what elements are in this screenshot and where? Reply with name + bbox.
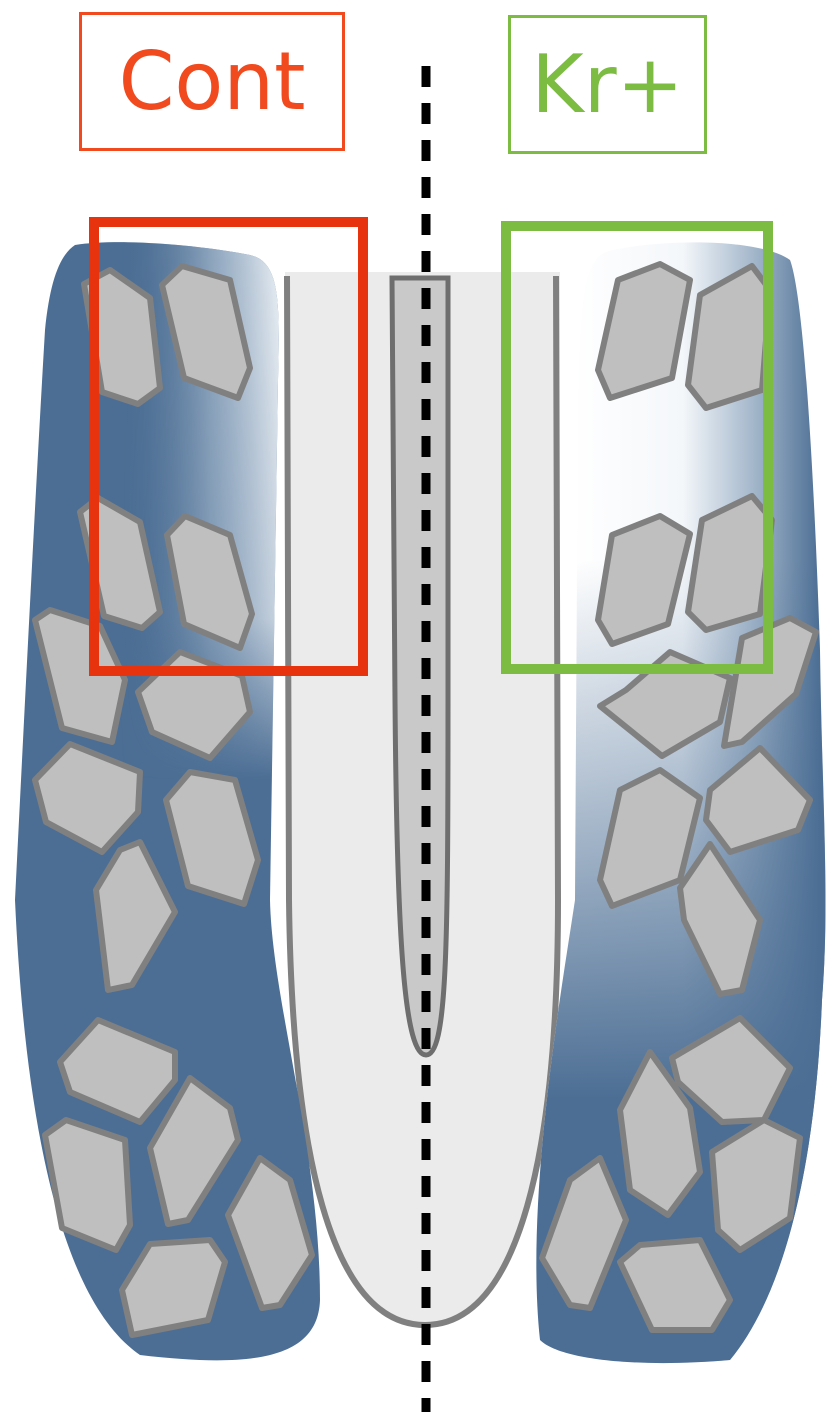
inner-tube (392, 278, 448, 1055)
cell (45, 1120, 130, 1250)
control-label: Cont (79, 12, 345, 151)
kr-label: Kr+ (508, 15, 707, 154)
control-label-text: Cont (119, 42, 306, 122)
kr-label-text: Kr+ (531, 45, 683, 125)
